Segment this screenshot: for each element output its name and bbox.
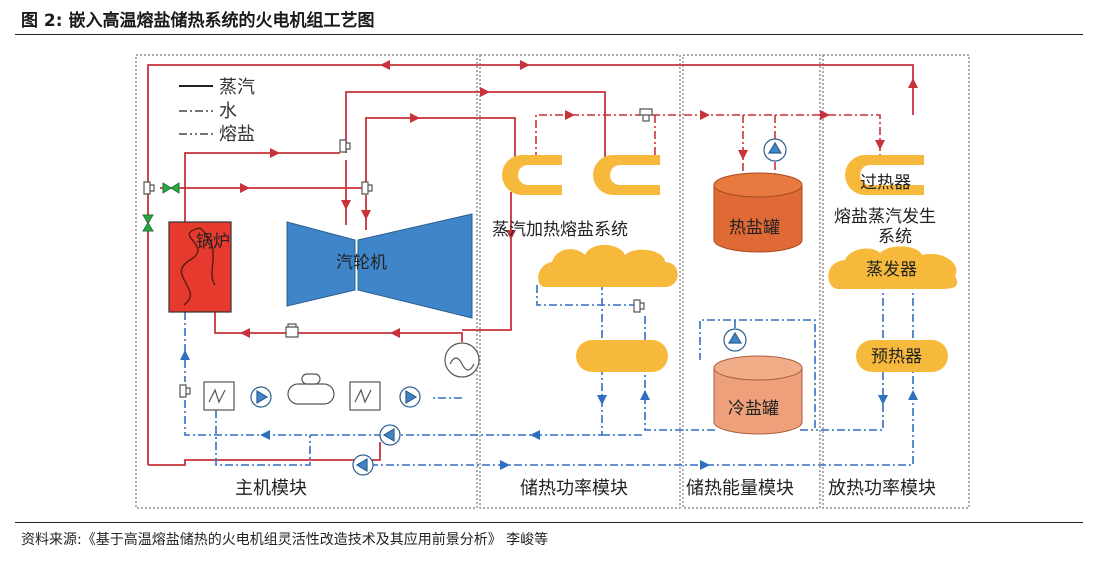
water-arrows	[180, 350, 918, 470]
steam-heating-exchangers	[502, 155, 660, 195]
charge-power-module-label: 储热功率模块	[520, 478, 628, 499]
salt-lines-red	[535, 114, 881, 175]
main-module-label: 主机模块	[235, 478, 307, 499]
figure-source: 资料来源:《基于高温熔盐储热的火电机组灵活性改造技术及其应用前景分析》 李峻等	[21, 532, 549, 548]
water-lines	[184, 285, 914, 466]
pump-icons	[250, 138, 787, 476]
steam-heating-system-label: 蒸汽加热熔盐系统	[492, 220, 628, 240]
superheater-label: 过热器	[860, 173, 911, 193]
boiler-label: 锅炉	[196, 232, 230, 252]
steam-lines	[147, 64, 914, 466]
salt-arrows-red	[565, 110, 885, 160]
steam-generation-system-label-line1: 熔盐蒸汽发生	[834, 207, 936, 227]
condenser-icon	[444, 342, 480, 378]
deaerator-icon	[287, 373, 335, 405]
charge-power-module-box	[479, 54, 681, 509]
hot-salt-tank	[713, 172, 803, 253]
cold-salt-tank	[713, 355, 803, 435]
module-boundaries	[135, 54, 970, 509]
feedwater-heater-icons	[203, 381, 381, 411]
boiler	[168, 221, 232, 313]
hot-salt-tank-label: 热盐罐	[729, 218, 780, 238]
charge-lower-exchanger	[576, 340, 668, 372]
turbine-label: 汽轮机	[336, 253, 387, 273]
figure-title: 图 2: 嵌入高温熔盐储热系统的火电机组工艺图	[21, 11, 375, 31]
legend-molten-salt-label: 熔盐	[219, 124, 255, 145]
turbine	[286, 213, 473, 319]
valve-icons	[142, 182, 180, 232]
main-module-box	[135, 54, 478, 509]
storage-capacity-module-label: 储热能量模块	[686, 478, 794, 499]
source-rule	[15, 522, 1083, 523]
superheater	[845, 155, 924, 195]
storage-capacity-module-box	[682, 54, 821, 509]
steam-generation-system-label-line2: 系统	[878, 227, 912, 247]
title-rule	[15, 34, 1083, 35]
evaporator-label: 蒸发器	[866, 260, 917, 280]
legend-steam-label: 蒸汽	[219, 77, 255, 98]
cold-salt-tank-label: 冷盐罐	[728, 399, 779, 419]
preheater	[856, 340, 948, 372]
preheater-label: 预热器	[871, 347, 922, 367]
discharge-power-module-box	[822, 54, 970, 509]
discharge-power-module-label: 放热功率模块	[828, 478, 936, 499]
charge-cloud-exchanger	[538, 244, 678, 287]
legend: 蒸汽 水 熔盐	[179, 77, 255, 145]
legend-water-label: 水	[219, 101, 237, 122]
trap-icons	[143, 108, 653, 398]
evaporator	[828, 246, 958, 289]
